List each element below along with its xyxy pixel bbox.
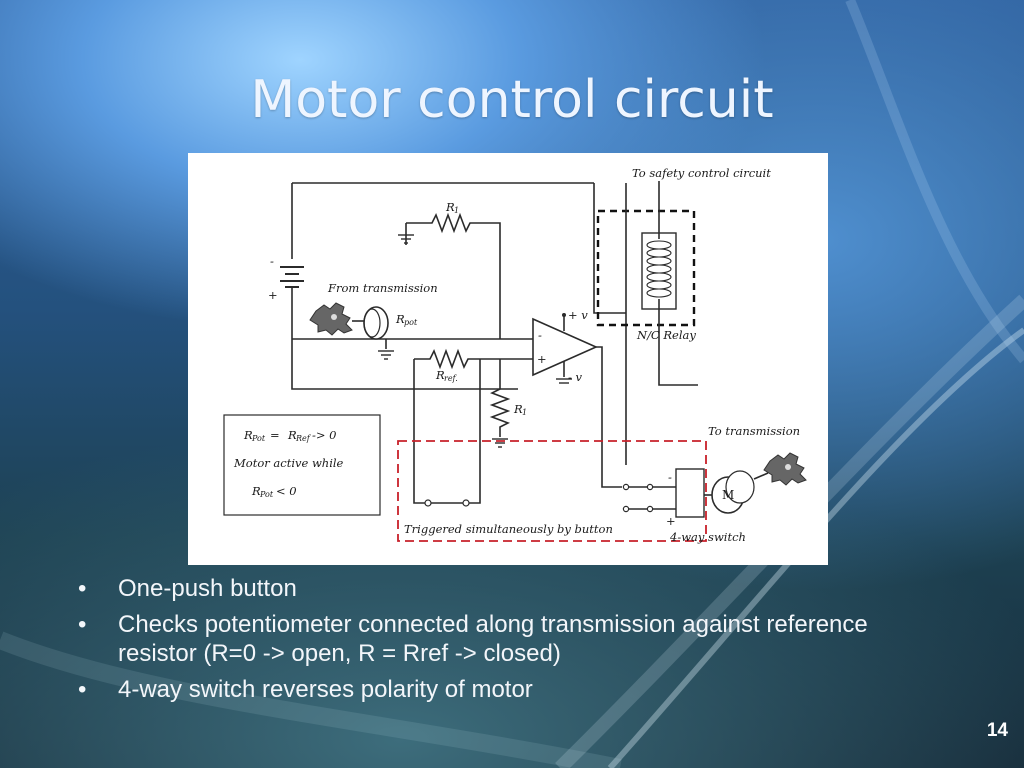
bullet-item: • Checks potentiometer connected along tr… (78, 610, 908, 668)
wire-relay-in (593, 183, 626, 314)
slide-number: 14 (986, 720, 1008, 741)
r1-bottom-label: R (513, 402, 523, 416)
legend-rpot-2: R (251, 484, 261, 498)
rpot-label: R (395, 312, 405, 326)
rpot-sub: pot (404, 318, 418, 327)
r1-top-sub: 1 (454, 206, 459, 215)
motor-plus-label: + (666, 514, 676, 528)
rref-sub: ref. (444, 374, 458, 383)
gear-output-icon (763, 452, 807, 486)
bullet-marker: • (78, 575, 87, 602)
battery-plus-label: + (268, 288, 278, 302)
legend-rref: R (287, 428, 297, 442)
bullet-marker: • (78, 676, 87, 703)
rref-label: R (435, 368, 445, 382)
bullet-text: 4-way switch reverses polarity of motor (118, 676, 533, 703)
triggered-label: Triggered simultaneously by button (404, 522, 613, 536)
wire-left-bottom (291, 287, 518, 390)
legend-line-2: Motor active while (233, 456, 344, 470)
four-way-label: 4-way switch (669, 530, 746, 544)
bullet-item: • 4-way switch reverses polarity of motor (78, 675, 908, 704)
legend-box (223, 414, 381, 516)
op-minus-label: - (538, 328, 542, 342)
legend-arrow-zero: -> 0 (312, 428, 337, 442)
relay-box (596, 209, 696, 327)
vminus-label: - v (568, 370, 583, 384)
battery-minus-label: - (270, 254, 274, 268)
battery: - + (268, 254, 304, 302)
to-safety-label: To safety control circuit (632, 166, 771, 180)
circuit-svg: - + R 1 From transmission (223, 166, 807, 544)
op-amp: - + + v - v (532, 308, 598, 384)
legend-rpot: R (243, 428, 253, 442)
r1-top-label: R (445, 200, 455, 214)
bullet-text: Checks potentiometer connected along tra… (118, 611, 868, 667)
legend-lt-zero: < 0 (276, 484, 297, 498)
motor-minus-label: - (668, 470, 672, 484)
legend-eq: = (270, 428, 280, 442)
vplus-label: + v (568, 308, 588, 322)
motor-label: M (722, 488, 734, 502)
four-way-switch-box (675, 468, 705, 518)
resistor-rref: R ref. (413, 348, 533, 507)
op-plus-label: + (537, 352, 547, 366)
resistor-r1-top: R 1 (398, 200, 501, 339)
slide-title: Motor control circuit (250, 70, 774, 130)
bullet-text: One-push button (118, 575, 297, 602)
gear-icon (309, 302, 353, 336)
legend-rpot-sub: Pot (251, 434, 266, 443)
legend-rref-sub: Ref (295, 434, 312, 443)
bullet-marker: • (78, 611, 87, 638)
nc-relay-label: N/C Relay (636, 328, 696, 342)
wire-opamp-out (596, 346, 622, 488)
r1-bottom-sub: 1 (522, 408, 527, 417)
legend-line-3: R Pot < 0 (251, 484, 297, 499)
wire-relay-out (658, 327, 698, 386)
bullet-list: • One-push button • Checks potentiometer c… (78, 574, 908, 711)
resistor-r1-bottom: R 1 (489, 359, 527, 448)
four-way-switch-contacts (622, 483, 676, 513)
relay-coil (646, 181, 672, 327)
triggered-box (397, 440, 707, 542)
legend-line-1: R Pot = R Ref -> 0 (243, 428, 337, 443)
legend-rpot-2-sub: Pot (259, 490, 274, 499)
potentiometer: R pot (352, 306, 418, 360)
circuit-diagram: - + R 1 From transmission (188, 153, 828, 565)
from-transmission-label: From transmission (327, 281, 438, 295)
to-transmission-label: To transmission (708, 424, 800, 438)
motor: M (704, 470, 769, 514)
bullet-item: • One-push button (78, 574, 908, 603)
